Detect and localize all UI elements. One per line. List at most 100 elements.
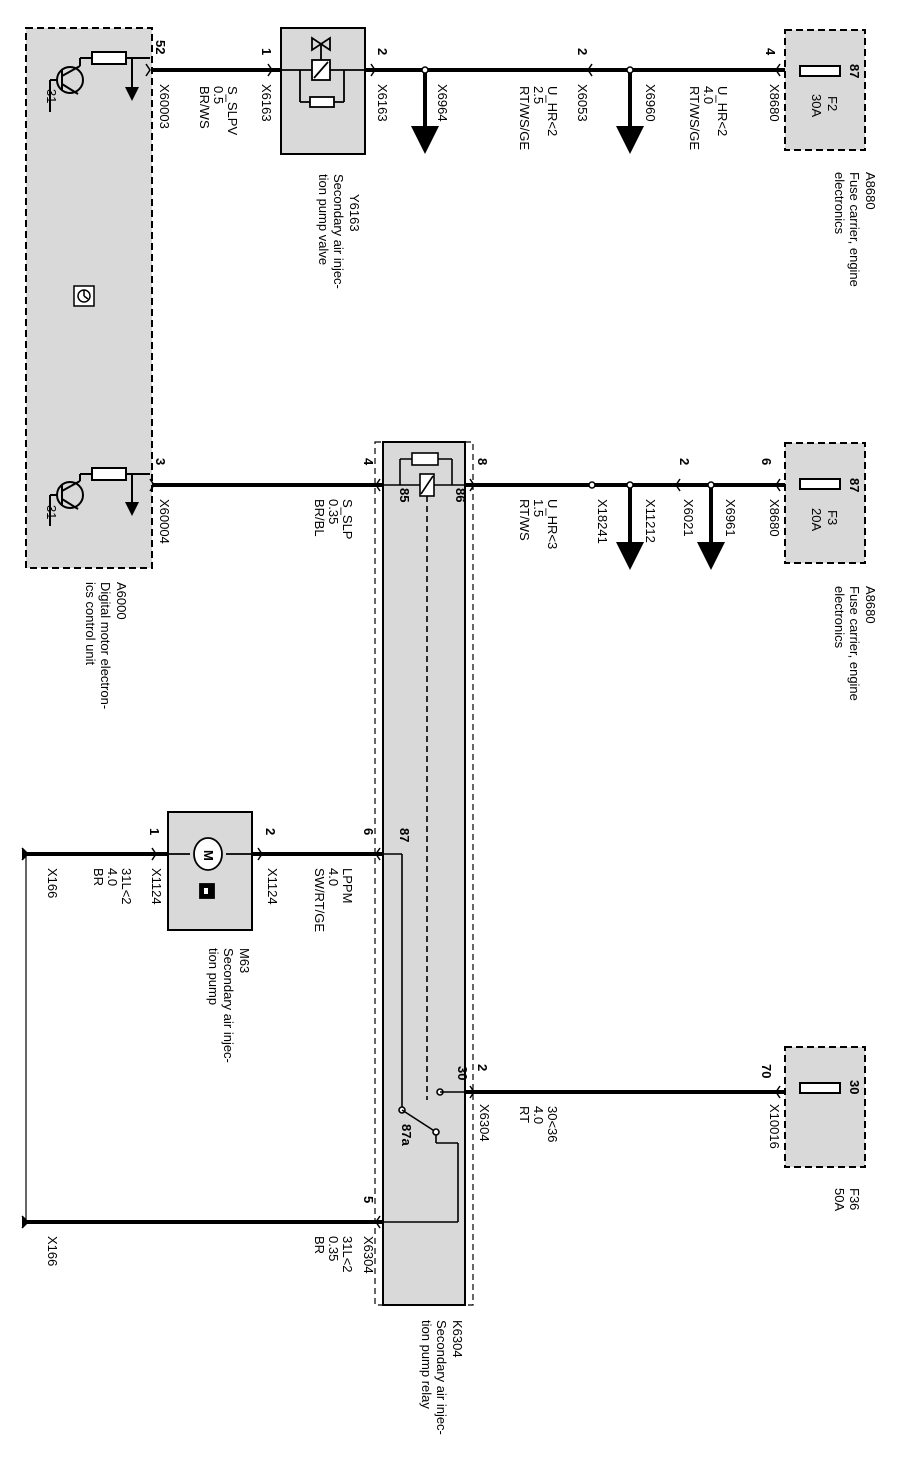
w1-gauge: 0.5 bbox=[211, 86, 226, 104]
splice-x6960: X6960 bbox=[643, 84, 658, 122]
w2-gauge-2: 4.0 bbox=[701, 86, 716, 104]
dme-ground-label-lower: 31 bbox=[44, 505, 59, 519]
w3-color: BR/BL bbox=[312, 499, 327, 537]
dme-id: A6000 bbox=[114, 582, 129, 620]
f2-rating: 30A bbox=[809, 94, 824, 117]
w8-color: BR bbox=[312, 1236, 327, 1254]
valve-desc-1: Secondary air injec- bbox=[331, 174, 346, 289]
w1-color: BR/WS bbox=[197, 86, 212, 129]
conn-x60004: X60004 bbox=[157, 499, 172, 544]
w2-signal-2: U_HR<2 bbox=[715, 86, 730, 136]
f3-carrier-desc-1: Fuse carrier, engine bbox=[847, 586, 862, 701]
pin-f2-4: 4 bbox=[763, 48, 778, 56]
w2-gauge: 2.5 bbox=[531, 86, 546, 104]
pin-dme-52: 52 bbox=[153, 40, 168, 54]
f36-pin-30: 30 bbox=[847, 1080, 862, 1094]
pin-f3-6: 6 bbox=[759, 458, 774, 465]
fuse-icon-f3 bbox=[799, 478, 841, 490]
pump-desc-2: tion pump bbox=[206, 948, 221, 1005]
motor-icon bbox=[168, 837, 252, 899]
relay-terminal-30: 30 bbox=[455, 1066, 470, 1080]
w1-signal: S_SLPV bbox=[225, 86, 240, 135]
f3-carrier-desc-2: electronics bbox=[832, 586, 847, 649]
connector-marks bbox=[21, 63, 781, 1229]
relay-contact-icon bbox=[383, 853, 465, 1223]
splice-x6964: X6964 bbox=[435, 84, 450, 122]
conn-x8680-a: X8680 bbox=[767, 84, 782, 122]
f2-carrier-desc-1: Fuse carrier, engine bbox=[847, 172, 862, 287]
fuse-carrier-f3-box bbox=[784, 442, 866, 564]
splice-x6961: X6961 bbox=[723, 499, 738, 537]
conn-x10016: X10016 bbox=[767, 1104, 782, 1149]
w5-signal: 31L<2 bbox=[119, 868, 134, 905]
relay-k6304-boundary bbox=[374, 441, 474, 1306]
f2-pin-87: 87 bbox=[847, 64, 862, 78]
motor-symbol: M bbox=[201, 850, 216, 861]
splice-dots bbox=[421, 66, 715, 489]
relay-desc-1: Secondary air injec- bbox=[434, 1320, 449, 1435]
conn-x60003: X60003 bbox=[157, 84, 172, 129]
valve-y6163-box bbox=[280, 27, 366, 155]
pin-relay-4: 4 bbox=[361, 458, 376, 466]
conn-x1124-b: X1124 bbox=[265, 868, 280, 905]
w6-gauge: 4.0 bbox=[326, 868, 341, 886]
fuse-icon-f2 bbox=[799, 65, 841, 77]
pin-relay-8: 8 bbox=[475, 458, 490, 465]
conn-x6163-a: X6163 bbox=[259, 84, 274, 122]
conn-x1124-a: X1124 bbox=[149, 868, 164, 905]
splice-x11212: X11212 bbox=[643, 499, 658, 543]
w6-color: SW/RT/GE bbox=[312, 868, 327, 932]
w4-gauge: 1.5 bbox=[531, 499, 546, 517]
f36-fuse-name: F36 bbox=[847, 1188, 862, 1210]
pin-pump-2: 2 bbox=[263, 828, 278, 835]
pump-desc-1: Secondary air injec- bbox=[221, 948, 236, 1063]
w4-color: RT/WS bbox=[517, 499, 532, 541]
w8-signal: 31L<2 bbox=[340, 1236, 355, 1273]
pin-relay-6: 6 bbox=[361, 828, 376, 835]
relay-id: K6304 bbox=[450, 1320, 465, 1358]
conn-x6021: X6021 bbox=[681, 499, 696, 537]
relay-desc-2: tion pump relay bbox=[419, 1320, 434, 1409]
w7-color: RT bbox=[517, 1106, 532, 1123]
pin-f36-70: 70 bbox=[759, 1064, 774, 1078]
f3-carrier-id: A8680 bbox=[863, 586, 878, 624]
valve-id: Y6163 bbox=[347, 194, 362, 232]
w7-signal: 30<36 bbox=[545, 1106, 560, 1143]
w4-signal: U_HR<3 bbox=[545, 499, 560, 549]
branch-arrows bbox=[411, 72, 725, 570]
w7-gauge: 4.0 bbox=[531, 1106, 546, 1124]
w2-color: RT/WS/GE bbox=[517, 86, 532, 150]
relay-terminal-85: 85 bbox=[397, 488, 412, 502]
f3-fuse-name: F3 bbox=[825, 510, 840, 525]
pin-valve-1: 1 bbox=[259, 48, 274, 55]
conn-x6053: X6053 bbox=[575, 84, 590, 122]
fuse-carrier-f2-box bbox=[784, 29, 866, 151]
pin-pump-1: 1 bbox=[147, 828, 162, 835]
pin-x6053: 2 bbox=[575, 48, 590, 55]
pin-relay-5: 5 bbox=[361, 1196, 376, 1203]
ground-x166-b: X166 bbox=[45, 1236, 60, 1266]
ground-x166-a: X166 bbox=[45, 868, 60, 898]
relay-k6304-box bbox=[382, 441, 466, 1306]
dme-desc-1: Digital motor electron- bbox=[98, 582, 113, 709]
w8-gauge: 0.35 bbox=[326, 1236, 341, 1261]
relay-terminal-87a: 87a bbox=[399, 1124, 414, 1146]
f2-carrier-id: A8680 bbox=[863, 172, 878, 210]
relay-coil-icon bbox=[383, 452, 465, 1100]
pin-x6021: 2 bbox=[677, 458, 692, 465]
w2-color-2: RT/WS/GE bbox=[687, 86, 702, 150]
control-unit-icon bbox=[73, 285, 95, 307]
pin-relay-2: 2 bbox=[475, 1064, 490, 1071]
f2-carrier-desc-2: electronics bbox=[832, 172, 847, 235]
w5-gauge: 4.0 bbox=[105, 868, 120, 886]
f2-fuse-name: F2 bbox=[825, 96, 840, 111]
valve-desc-2: tion pump valve bbox=[316, 174, 331, 265]
f36-rating: 50A bbox=[832, 1188, 847, 1211]
relay-terminal-87: 87 bbox=[397, 828, 412, 842]
f3-rating: 20A bbox=[809, 508, 824, 531]
w3-signal: S_SLP bbox=[340, 499, 355, 539]
valve-icon bbox=[280, 36, 366, 108]
splice-x18241: X18241 bbox=[595, 499, 610, 544]
pump-id: M63 bbox=[237, 948, 252, 973]
